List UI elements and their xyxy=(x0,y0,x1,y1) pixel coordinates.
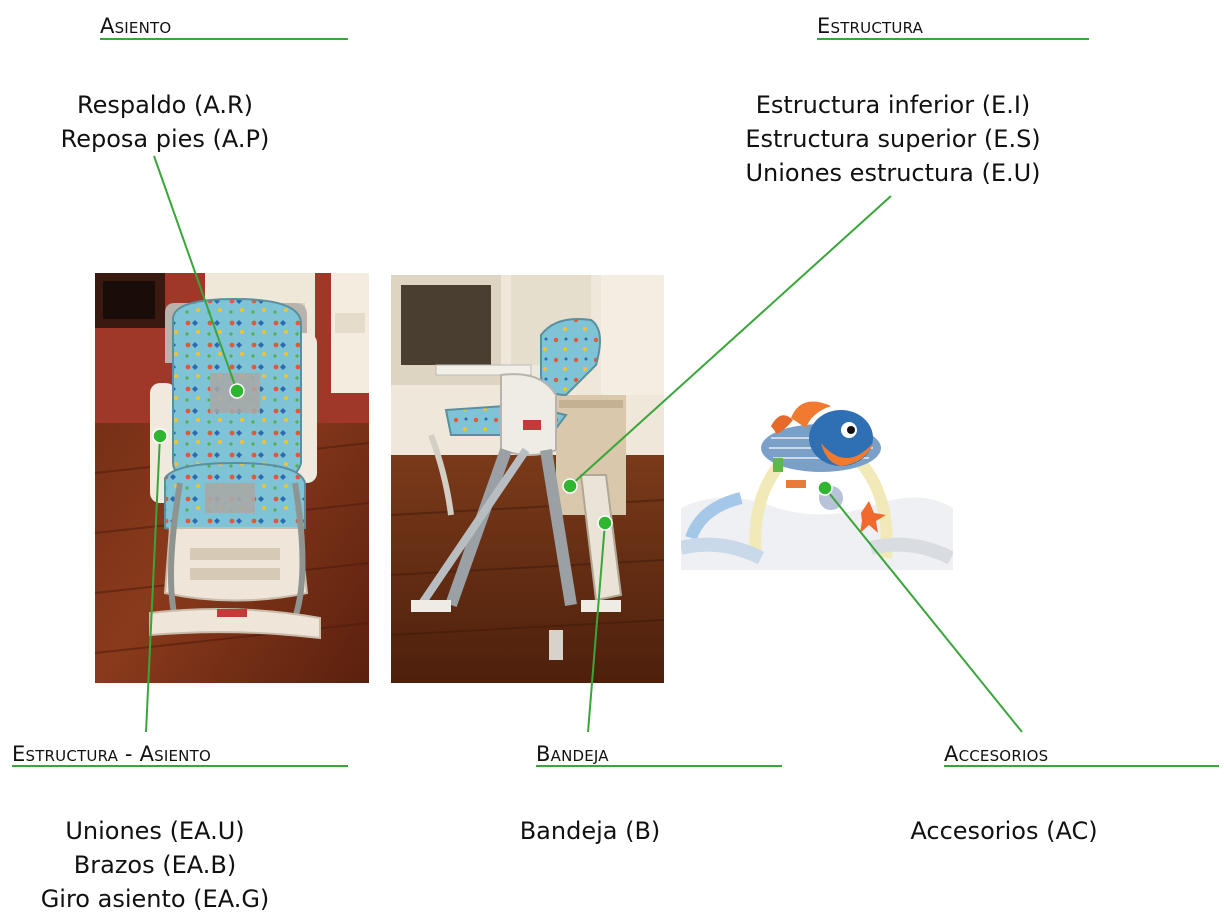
header-accesorios: Accesorios xyxy=(944,742,1049,766)
list-bandeja: Bandeja (B) xyxy=(480,814,700,848)
header-estructura-asiento: Estructura - Asiento xyxy=(12,742,211,766)
rule-accesorios xyxy=(944,765,1219,767)
high-chair-side-photo xyxy=(391,275,664,683)
item-respaldo: Respaldo (A.R) xyxy=(76,91,254,119)
item-estructura-superior: Estructura superior (E.S) xyxy=(745,125,1041,153)
item-accesorios: Accesorios (AC) xyxy=(910,817,1098,845)
item-bandeja: Bandeja (B) xyxy=(519,817,661,845)
header-bandeja: Bandeja xyxy=(536,742,609,766)
item-estructura-inferior: Estructura inferior (E.I) xyxy=(755,91,1031,119)
item-reposa-pies: Reposa pies (A.P) xyxy=(60,125,270,153)
toy-arch-photo xyxy=(681,388,953,570)
item-uniones-estructura: Uniones estructura (E.U) xyxy=(745,159,1041,187)
item-giro-asiento: Giro asiento (EA.G) xyxy=(40,885,270,913)
rule-bandeja xyxy=(536,765,782,767)
header-asiento: Asiento xyxy=(100,14,172,38)
rule-estructura xyxy=(817,38,1089,40)
list-estructura: Estructura inferior (E.I) Estructura sup… xyxy=(710,88,1076,190)
list-accesorios: Accesorios (AC) xyxy=(880,814,1128,848)
rule-asiento xyxy=(100,38,348,40)
rule-estructura-asiento xyxy=(12,765,348,767)
header-estructura: Estructura xyxy=(817,14,924,38)
item-brazos: Brazos (EA.B) xyxy=(73,851,237,879)
item-uniones: Uniones (EA.U) xyxy=(65,817,245,845)
list-asiento: Respaldo (A.R) Reposa pies (A.P) xyxy=(20,88,310,156)
list-estructura-asiento: Uniones (EA.U) Brazos (EA.B) Giro asient… xyxy=(0,814,310,916)
high-chair-front-photo xyxy=(95,273,369,683)
